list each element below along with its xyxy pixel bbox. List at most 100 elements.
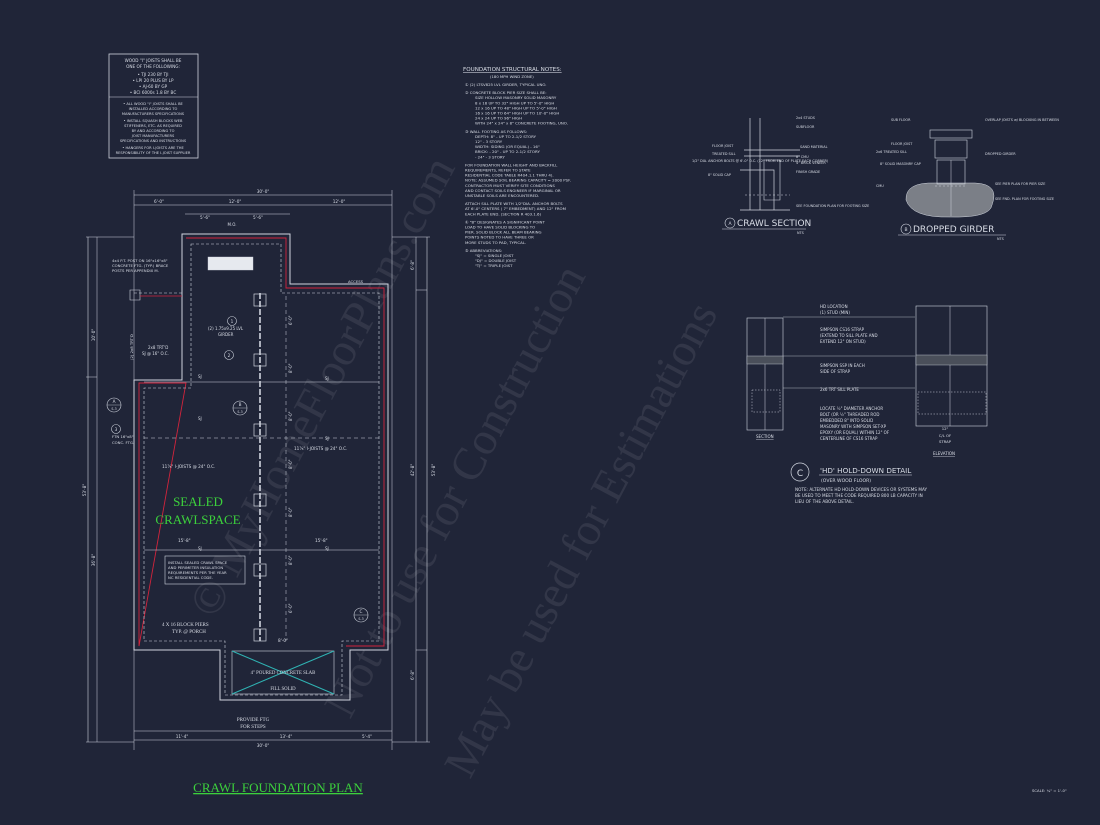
notes-line: AT 6'-0" CENTERS ( 7" EMBEDMENT) AND 12"… xyxy=(465,206,566,211)
dim-top-b: 12'-0" xyxy=(229,199,242,204)
dim-top-c: 12'-0" xyxy=(333,199,346,204)
hd-detail-label: SIDE OF STRAP xyxy=(820,369,851,374)
hd-detail-label: MASONRY WITH SIMPSON SET-XP xyxy=(820,424,887,429)
callout-b: B xyxy=(239,402,242,407)
callout-c-ref: S-3 xyxy=(358,617,363,621)
dropped-girder-label: OVERLAP JOISTS w/ BLOCKING IN BETWEEN xyxy=(985,118,1059,122)
ftg-note-2: CONC. FTG. xyxy=(112,440,134,445)
notes-line: PIER. SOLID BLOCK ALL BEAM BEARING xyxy=(465,230,542,235)
joist-box-note2-1: • INSTALL SQUASH BLOCKS WEB xyxy=(124,119,183,123)
sealed-label-1: SEALED xyxy=(173,494,223,509)
joist-box-note2-3: BY AND ACCORDING TO xyxy=(132,129,175,133)
callout-a-ref: S-3 xyxy=(111,407,116,411)
crawl-section-label: 8" CMU xyxy=(796,155,809,159)
joist-box-item-2: • LPI 20 PLUS BY LP xyxy=(133,78,174,83)
pier xyxy=(253,493,267,507)
callout-2: 2 xyxy=(228,353,231,358)
dim-bot-c: 5'-4" xyxy=(362,734,372,739)
joist-box-note3-2: RESPONSIBILITY OF THE I-JOIST SUPPLIER xyxy=(116,151,191,155)
dim-bot-a: 11'-4" xyxy=(176,734,189,739)
notes-line: CONTRACTOR MUST VERIFY SITE CONDITIONS xyxy=(465,183,555,188)
dropped-girder-scale: NTS xyxy=(997,237,1004,241)
notes-line: - 24" - 3 STORY xyxy=(475,154,505,159)
notes-line: 12 x 16 UP TO 48" HIGH UP TO 5'-0" HIGH xyxy=(475,105,557,110)
sj-label-6: SJ xyxy=(325,546,329,551)
hd-elev-dim-3: STRAP xyxy=(939,439,952,444)
callout-c: C xyxy=(360,609,363,614)
callout-a: A xyxy=(113,399,116,404)
watermark: © MyHomeFloorPlans.com Not to use for Co… xyxy=(179,148,727,785)
hd-tag: C xyxy=(797,469,803,479)
pier-dim: 8'-0" xyxy=(288,363,293,373)
crawl-section-title: CRAWL SECTION xyxy=(737,219,811,229)
notes-line: POINTS NOTED TO HAVE THREE OR xyxy=(465,235,534,240)
hd-detail-labels: HD LOCATION(1) STUD (MIN)SIMPSON CS16 ST… xyxy=(820,304,890,441)
hd-subtitle: (OVER WOOD FLOOR) xyxy=(821,478,871,484)
hd-holddown-detail: HD LOCATION(1) STUD (MIN)SIMPSON CS16 ST… xyxy=(746,304,988,504)
notes-line: ⑤ ABBREVIATIONS: xyxy=(465,248,502,253)
joist-box-item-3: • AJ-60 BY GP xyxy=(139,84,168,89)
crawl-section-label: TREATED SILL xyxy=(711,152,736,156)
notes-line: "DJ" = DOUBLE JOIST xyxy=(475,258,517,263)
hd-note-1: NOTE: ALTERNATE HD HOLD-DOWN DEVICES OR … xyxy=(795,487,928,492)
notes-line: 12" - 3 STORY xyxy=(475,139,503,144)
joist-notes-box: WOOD "I" JOISTS SHALL BE ONE OF THE FOLL… xyxy=(108,53,199,159)
hd-detail-label: (1) STUD (MIN) xyxy=(820,310,850,315)
hd-title: 'HD' HOLD-DOWN DETAIL xyxy=(820,466,911,475)
notes-line: REQUIREMENTS, REFER TO STATE xyxy=(465,168,531,173)
foundation-outer-wall xyxy=(133,233,389,701)
notes-line: LOAD TO HAVE SOLID BLOCKING TO xyxy=(465,225,535,230)
callout-b-ref: S-3 xyxy=(237,410,242,414)
pier xyxy=(253,353,267,367)
notes-line: ④ "B" DESIGNATES A SIGNIFICANT POINT xyxy=(465,219,545,224)
notes-line: MORE STUDS TO PAD, TYPICAL. xyxy=(465,240,526,245)
hd-detail-label: SIMPSON SSP IN EACH xyxy=(820,363,865,368)
joist-box-note3-1: • HANGERS FOR I-JOISTS ARE THE xyxy=(122,146,184,150)
dim-left-3: 10'-0" xyxy=(91,329,96,342)
sj-label-1: SJ xyxy=(198,374,202,379)
install-note-2: AND PERIMETER INSULATION xyxy=(168,565,223,570)
hd-note-3: LIEU OF THE ABOVE DETAIL. xyxy=(795,499,854,504)
block-piers-2: TYP. @ PORCH xyxy=(172,630,206,635)
hd-detail-label: EMBEDDED 8" INTO SOLID xyxy=(820,418,873,423)
notes-line: NOTE: ASSUMED SOIL BEARING CAPACITY = 20… xyxy=(465,178,571,183)
joist-box-note1-1: • ALL WOOD "I" JOISTS SHALL BE xyxy=(123,102,183,106)
notes-line: ② CONCRETE BLOCK PIER SIZE SHALL BE: xyxy=(465,90,547,95)
notes-line: "SJ" = SINGLE JOIST xyxy=(475,253,514,258)
dropped-girder-label: CMU xyxy=(876,184,884,188)
notes-line: 16 x 16 UP TO 64" HIGH UP TO 10'-0" HIGH xyxy=(475,111,559,116)
sj-label-3: SJ xyxy=(325,376,329,381)
notes-line: ③ WALL FOOTING AS FOLLOWS: xyxy=(465,129,527,134)
hd-detail-label: LOCATE ½" DIAMETER ANCHOR xyxy=(820,406,883,411)
notes-line: WITH 24" x 24" x 8" CONCRETE FOOTING, UN… xyxy=(475,121,568,126)
joist-box-item-4: • BCI 6000s 1.8 BY BC xyxy=(130,90,177,95)
trtd-side-note: (2) 2x8 TRT'D xyxy=(129,334,134,360)
scale-label: SCALE: ¼" = 1'-0" xyxy=(1032,788,1067,793)
dim-right-4: 6'-8" xyxy=(410,670,415,680)
pier-dim: 6'-0" xyxy=(288,603,293,613)
watermark-line-3: May be used for Estimations xyxy=(434,294,727,785)
crawl-section-label: 2x4 STUDS xyxy=(796,116,815,120)
joist-box-title-2: ONE OF THE FOLLOWING: xyxy=(126,64,180,69)
crawl-section-label: FINISH GRADE xyxy=(796,170,820,174)
sj-label-2: SJ xyxy=(198,416,202,421)
joist-box-note1-3: MANUFACTURERS SPECIFICATIONS xyxy=(122,112,185,116)
steps-note-1: PROVIDE FTG xyxy=(237,718,270,723)
hd-detail-label: 2x6 TRT SILL PLATE xyxy=(820,387,859,392)
hd-detail-label: SIMPSON CS16 STRAP xyxy=(820,327,865,332)
hd-section-label: SECTION xyxy=(756,434,774,439)
post-note-1: 4x4 P.T. POST ON 16"x16"x8" xyxy=(112,258,168,263)
dim-right-overall: 42'-8" xyxy=(410,464,415,477)
hd-elev-dim-1: 12" xyxy=(942,426,949,431)
dropped-girder-label: FLOOR JOIST xyxy=(891,142,913,146)
joist-box-note2-4: JOIST MANUFACTURERS xyxy=(131,134,175,138)
dim-right-3: 6'-8" xyxy=(410,260,415,270)
dim-right-2: 53'-8" xyxy=(431,464,436,477)
dim-left-2: 36'-8" xyxy=(91,554,96,567)
dim-bot-b: 13'-4" xyxy=(280,734,293,739)
dim-top2-a: 5'-6" xyxy=(200,215,210,220)
